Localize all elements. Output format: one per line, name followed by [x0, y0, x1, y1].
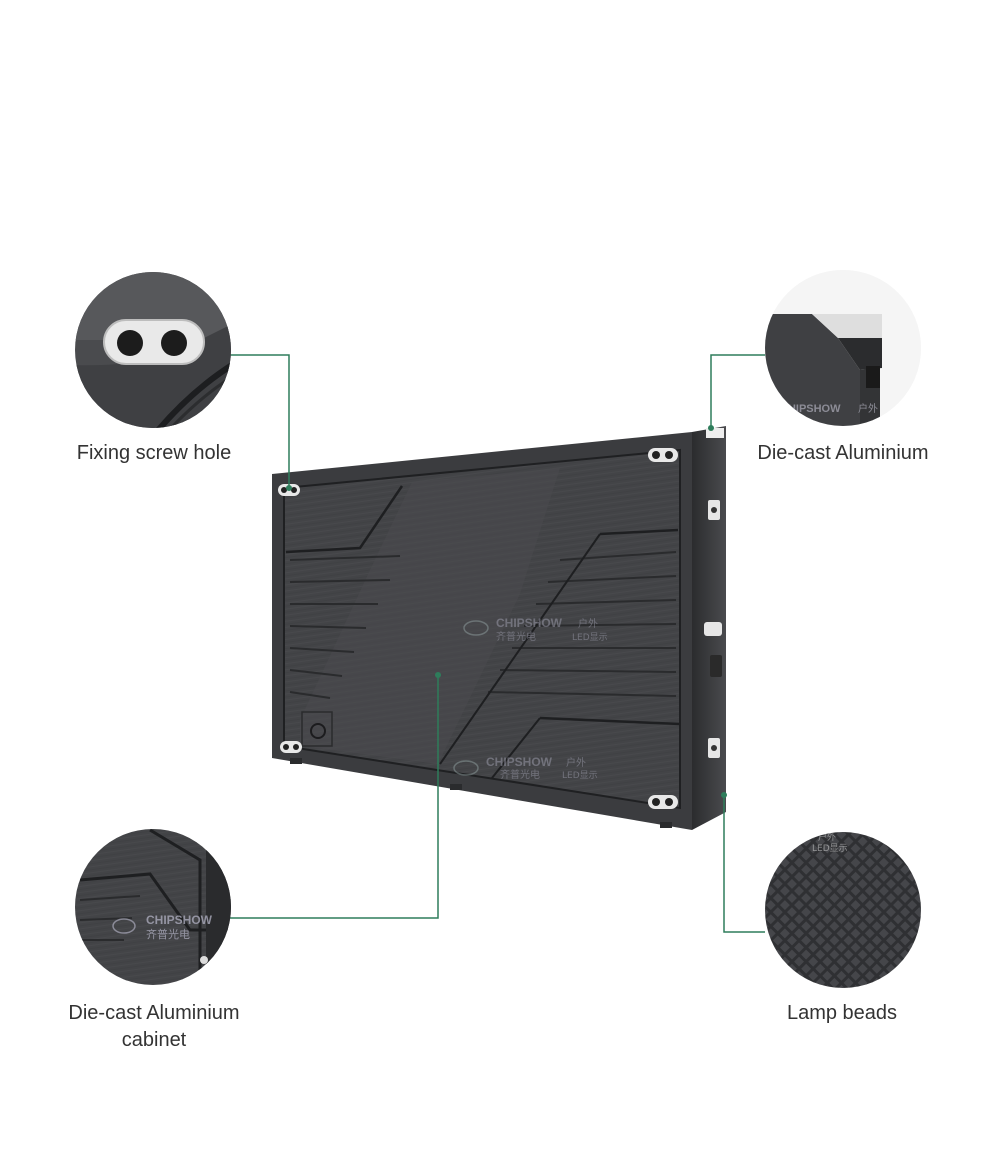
label-fixing-screw-hole: Fixing screw hole	[76, 442, 232, 464]
svg-text:户外: 户外	[818, 831, 836, 843]
svg-text:齐普光电: 齐普光电	[496, 630, 536, 643]
svg-text:户外: 户外	[566, 756, 586, 769]
label-die-cast-aluminium: Die-cast Aluminium	[757, 442, 929, 464]
led-cabinet: CHIPSHOW 齐普光电 户外 LED显示 CHIPSHOW 齐普光电 户外 …	[272, 426, 726, 830]
cabinet-ribs-left	[289, 555, 401, 699]
svg-text:CHIPSHOW: CHIPSHOW	[780, 403, 841, 415]
leader-die-cast	[710, 354, 765, 428]
detail-screw-hole	[75, 272, 231, 428]
watermark-logo-1: CHIPSHOW 齐普光电 户外 LED显示	[463, 616, 608, 643]
leader-lines	[230, 354, 765, 933]
svg-text:CHIPSHOW: CHIPSHOW	[486, 755, 553, 769]
watermark-logo-2: CHIPSHOW 齐普光电 户外 LED显示	[453, 755, 598, 781]
label-cabinet-line1: Die-cast Aluminium	[68, 1002, 240, 1024]
corner-screw-holes	[278, 448, 678, 809]
label-cabinet-line2: cabinet	[121, 1029, 187, 1051]
svg-text:户外: 户外	[578, 617, 598, 630]
leader-dots	[286, 425, 727, 798]
cabinet-ribs-right	[487, 551, 677, 697]
detail-lamp-beads: 户外 LED显示	[765, 831, 921, 988]
svg-text:齐普光电: 齐普光电	[500, 768, 540, 781]
leader-cabinet	[230, 675, 439, 919]
label-die-cast-aluminium-cabinet: Die-cast Aluminium cabinet	[40, 1000, 268, 1054]
svg-text:户外: 户外	[858, 402, 878, 415]
detail-cabinet: CHIPSHOW 齐普光电	[75, 829, 231, 985]
side-latches	[704, 428, 724, 758]
svg-text:齐普光电: 齐普光电	[146, 927, 190, 941]
detail-die-cast: CHIPSHOW 户外	[765, 270, 921, 426]
leader-lamp-beads	[723, 795, 765, 933]
svg-text:LED显示: LED显示	[562, 770, 598, 781]
label-lamp-beads: Lamp beads	[786, 1002, 898, 1024]
leader-screw-hole	[230, 354, 290, 488]
svg-text:CHIPSHOW: CHIPSHOW	[146, 913, 213, 927]
svg-text:LED显示: LED显示	[812, 843, 848, 854]
svg-text:CHIPSHOW: CHIPSHOW	[496, 616, 563, 630]
svg-text:LED显示: LED显示	[572, 632, 608, 643]
